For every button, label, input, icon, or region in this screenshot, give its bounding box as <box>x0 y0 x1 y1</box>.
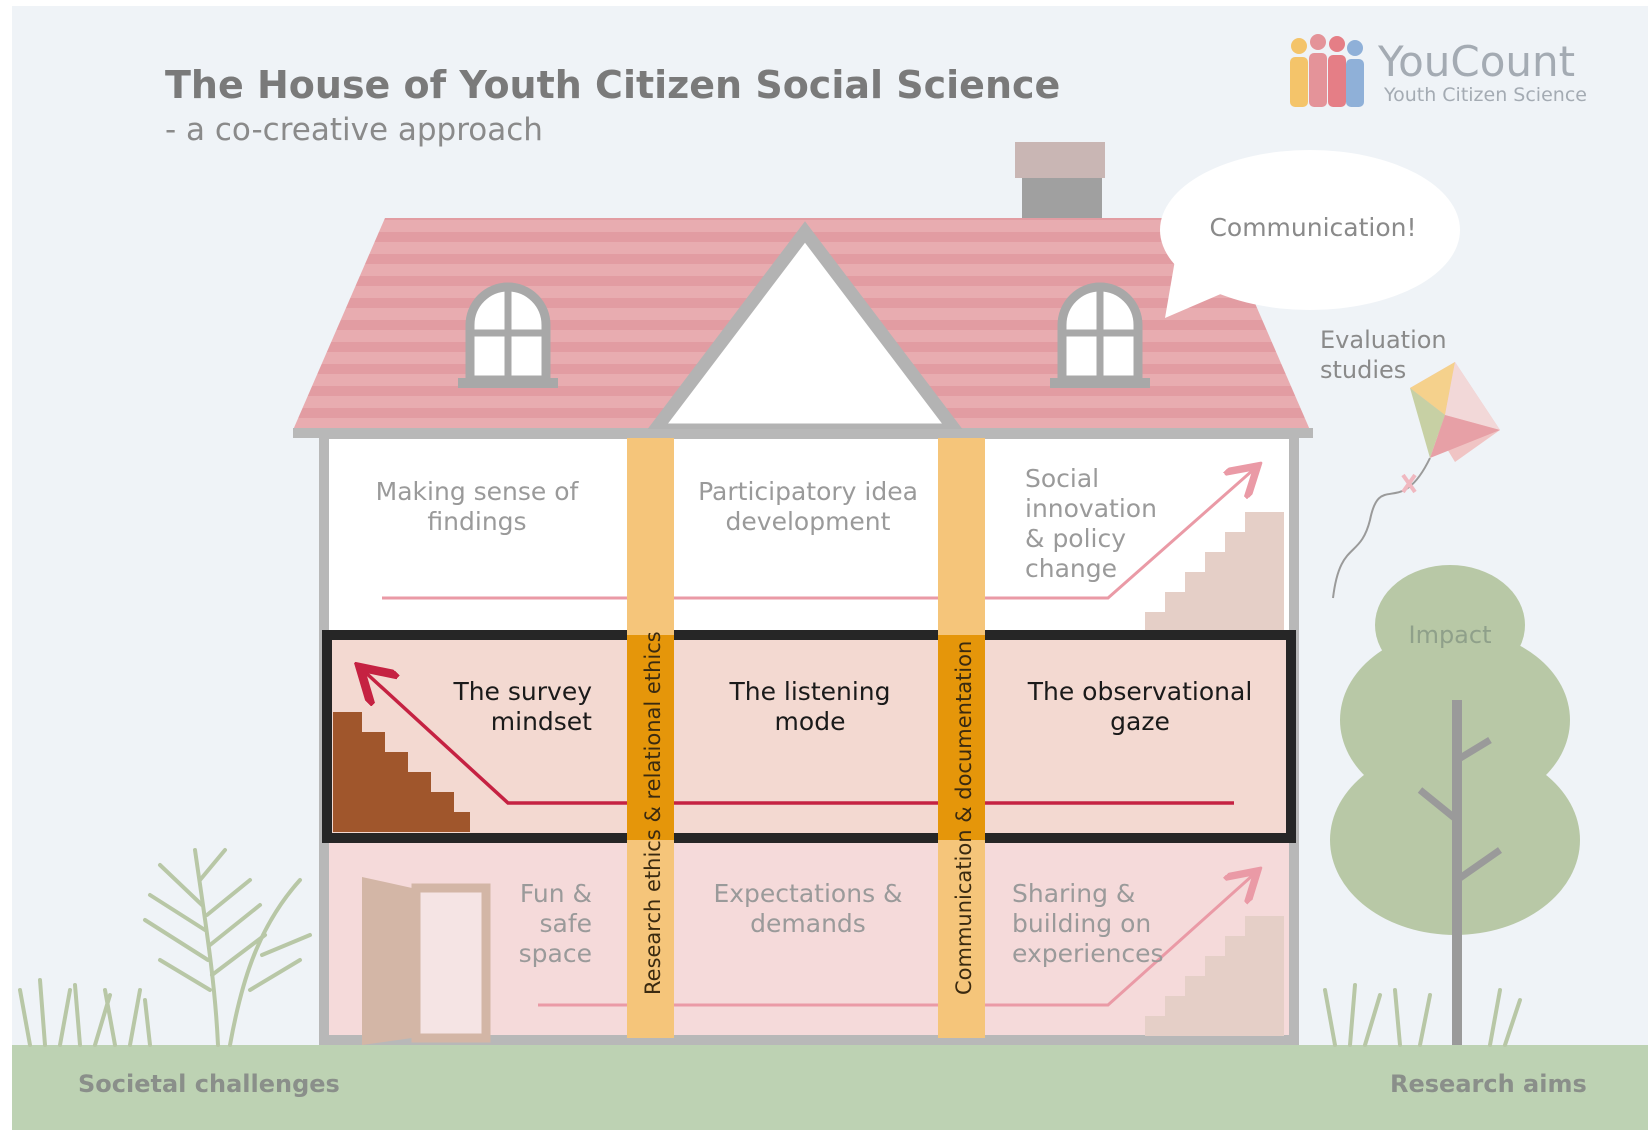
top-right-label-3: & policy <box>1025 524 1126 553</box>
bottom-left-label-3: space <box>519 939 592 968</box>
plant-left <box>18 848 312 1047</box>
top-center-label-2: development <box>726 507 891 536</box>
bottom-center-label-2: demands <box>750 909 866 938</box>
tree-label: Impact <box>1408 621 1491 649</box>
ground-label-left: Societal challenges <box>78 1070 340 1098</box>
kite-icon <box>1332 362 1500 599</box>
bottom-right-label-2: building on <box>1012 909 1151 938</box>
top-left-label-2: findings <box>427 507 526 536</box>
pillar-right-label: Communication & documentation <box>952 641 976 995</box>
bottom-left-label-1: Fun & <box>520 879 592 908</box>
bottom-right-label-3: experiences <box>1012 939 1164 968</box>
middle-center-label-1: The listening <box>728 677 890 706</box>
roof-window-right <box>1050 282 1150 388</box>
bottom-left-label-2: safe <box>539 909 592 938</box>
youcount-logo: YouCount Youth Citizen Science <box>1290 34 1587 107</box>
kite-label-line-2: studies <box>1320 356 1406 384</box>
arrow-middle-floor <box>365 672 1234 805</box>
logo-name: YouCount <box>1377 37 1575 86</box>
door-icon[interactable] <box>362 877 412 1045</box>
middle-center-label-2: mode <box>775 707 846 736</box>
logo-tagline: Youth Citizen Science <box>1383 84 1587 106</box>
ground-label-right: Research aims <box>1390 1070 1587 1098</box>
roof-window-left <box>458 282 558 388</box>
speech-bubble <box>1160 150 1460 318</box>
middle-floor <box>322 630 1296 843</box>
top-right-label-4: change <box>1025 554 1117 583</box>
speech-bubble-text: Communication! <box>1209 213 1416 242</box>
top-left-label-1: Making sense of <box>376 477 580 506</box>
bottom-center-label-1: Expectations & <box>713 879 902 908</box>
arrow-bottom-floor <box>538 875 1253 1007</box>
door-frame <box>411 883 491 1043</box>
top-right-label-1: Social <box>1025 464 1099 493</box>
chimney-top <box>1015 142 1105 178</box>
arrow-top-floor <box>382 470 1253 600</box>
page-subtitle: - a co-creative approach <box>165 112 543 148</box>
pillar-left-active <box>627 635 674 840</box>
chimney <box>1022 178 1102 220</box>
stairs-bottom <box>1145 916 1284 1036</box>
pillar-left-label: Research ethics & relational ethics <box>641 631 665 995</box>
top-right-label-2: innovation <box>1025 494 1157 523</box>
middle-right-label-2: gaze <box>1110 707 1170 736</box>
top-center-label-1: Participatory idea <box>698 477 918 506</box>
middle-left-label-2: mindset <box>491 707 592 736</box>
top-floor <box>324 434 1294 634</box>
ground <box>12 1045 1648 1130</box>
middle-left-label-1: The survey <box>452 677 592 706</box>
kite-label-line-1: Evaluation <box>1320 326 1447 354</box>
stairs-top <box>1145 512 1284 630</box>
pillar-right-active <box>938 635 985 840</box>
people-logo-icon <box>1290 34 1364 107</box>
middle-right-label-1: The observational <box>1027 677 1253 706</box>
bottom-right-label-1: Sharing & <box>1012 879 1135 908</box>
tree-icon <box>1323 565 1580 1047</box>
page-title: The House of Youth Citizen Social Scienc… <box>165 63 1060 107</box>
stairs-middle <box>333 712 470 832</box>
